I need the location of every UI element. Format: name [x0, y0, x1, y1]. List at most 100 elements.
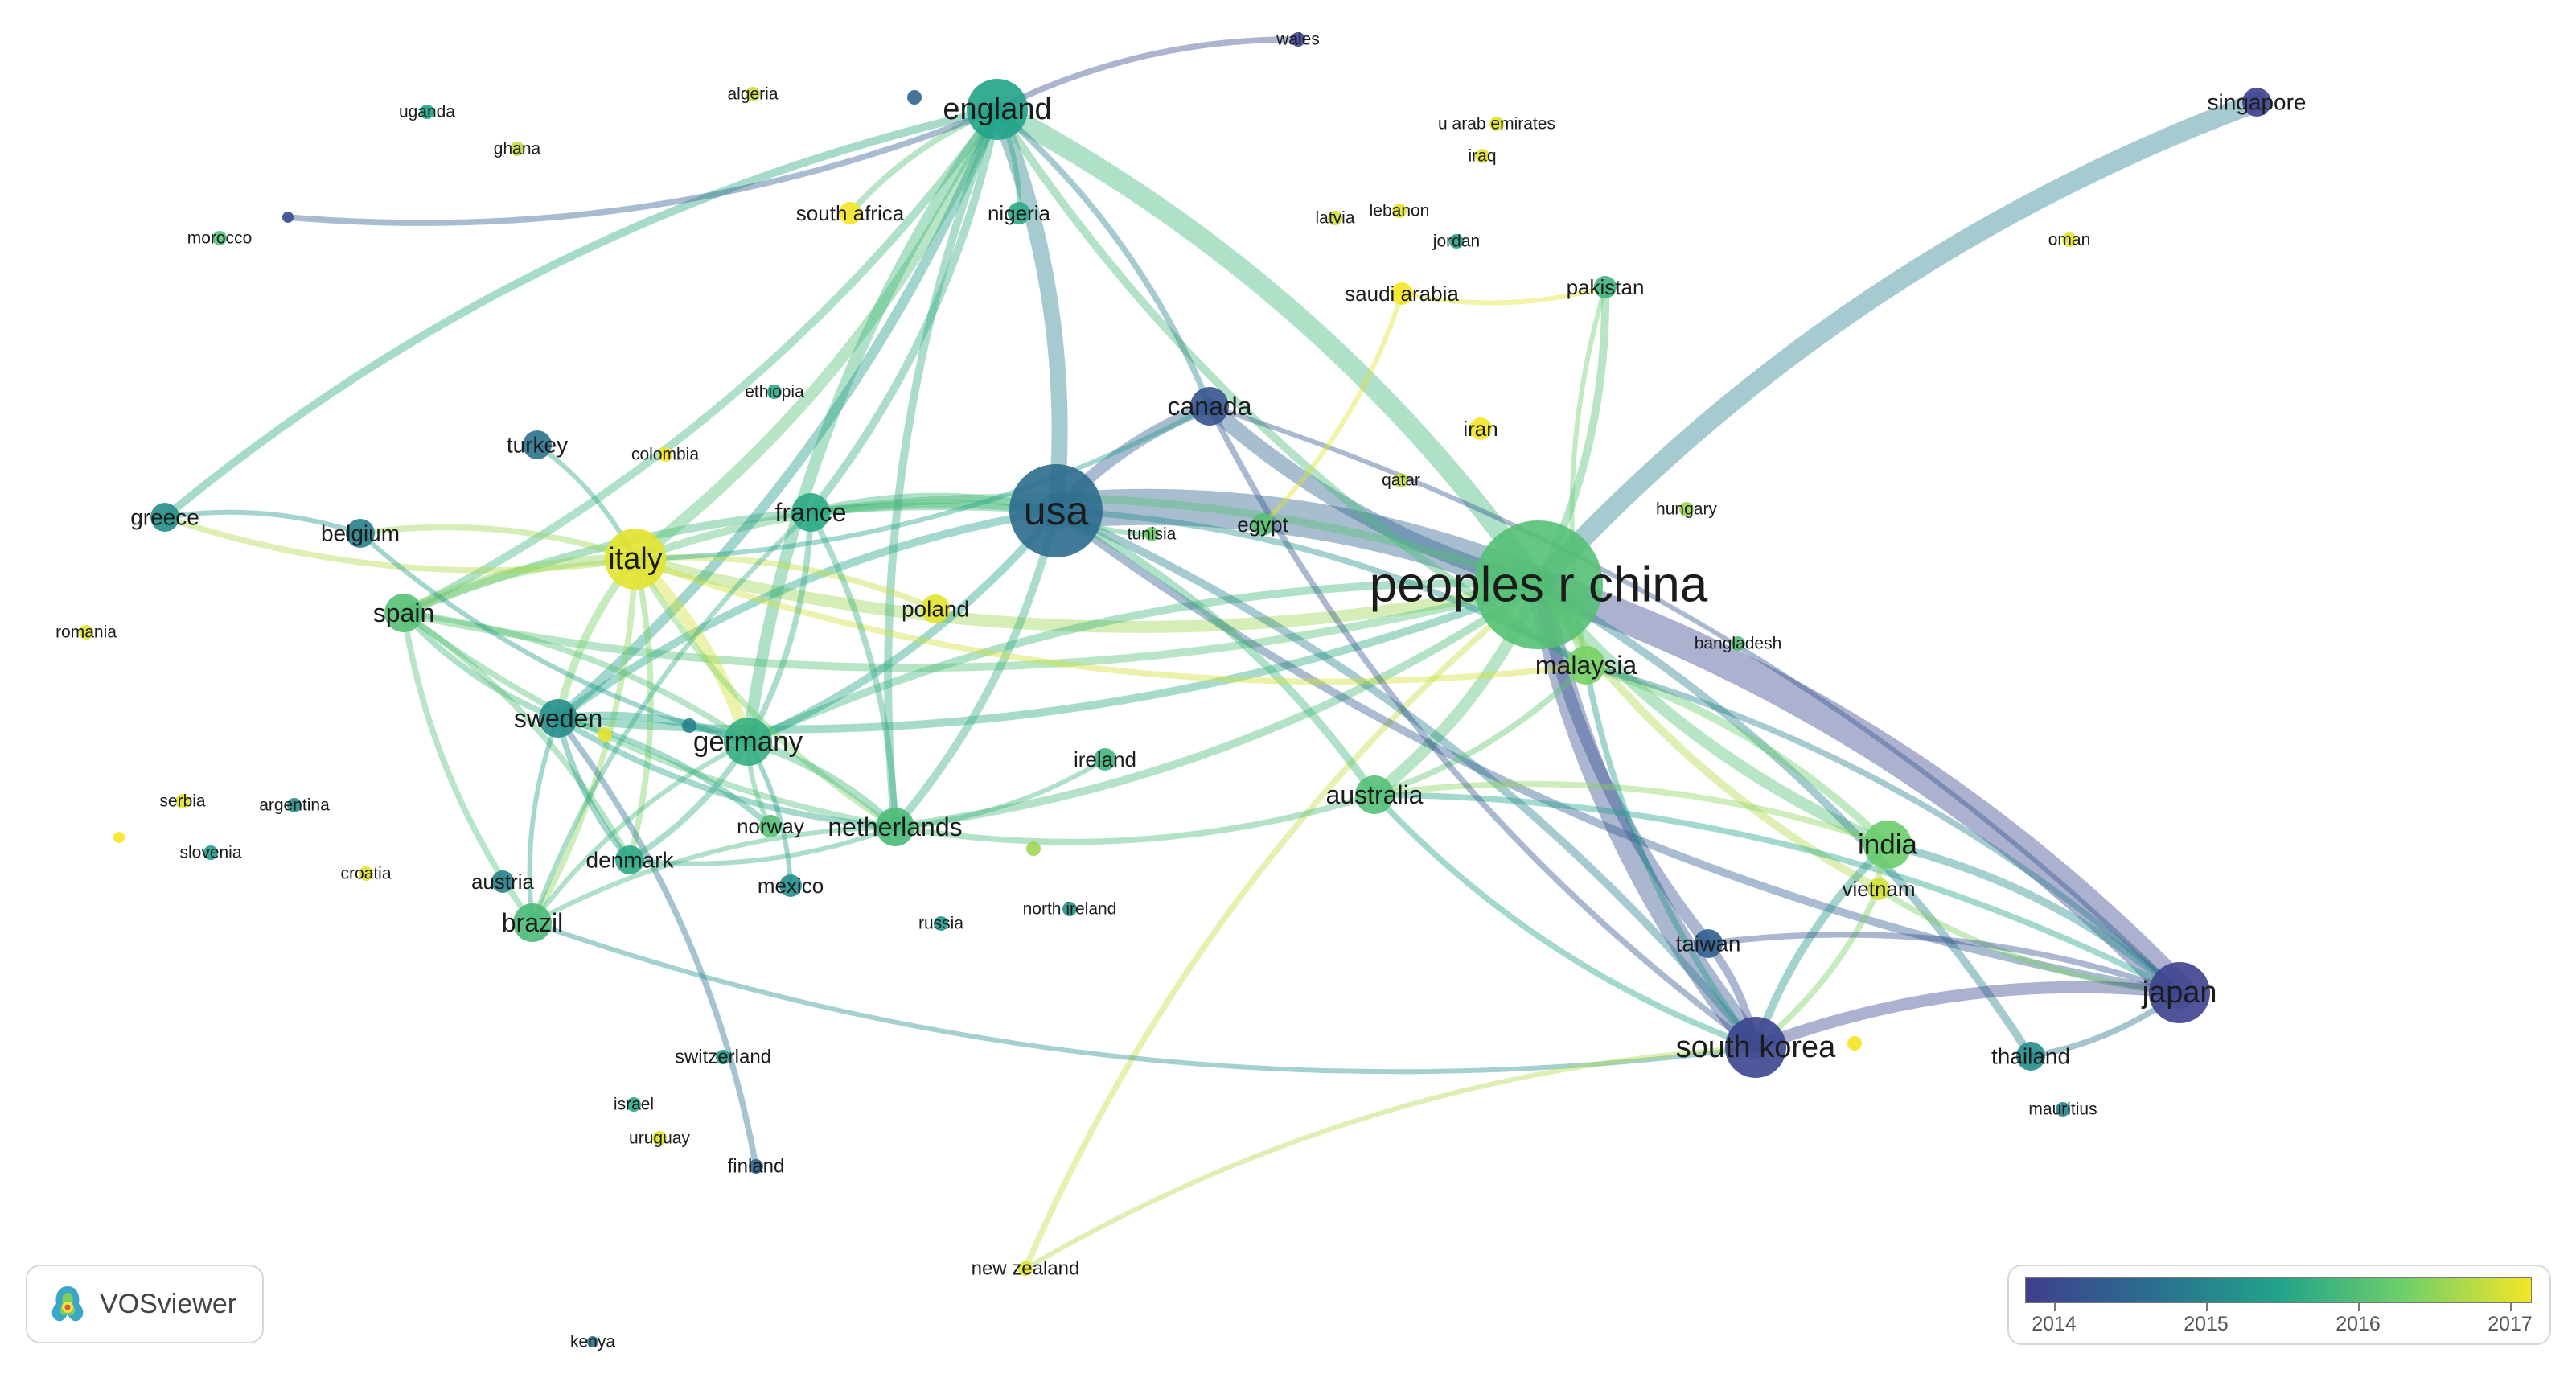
link-peoples-r-china-new-zealand[interactable]	[1022, 582, 1542, 1272]
node-romania[interactable]	[79, 625, 93, 640]
label-mexico[interactable]: mexico	[758, 874, 824, 898]
label-ireland[interactable]: ireland	[1074, 747, 1136, 771]
node-croatia[interactable]	[359, 866, 373, 881]
label-lebanon[interactable]: lebanon	[1370, 202, 1430, 220]
link-usa-germany[interactable]	[744, 507, 1060, 746]
node-unlabeled-3[interactable]	[282, 212, 294, 223]
link-peoples-r-china-singapore[interactable]	[1528, 92, 2267, 595]
node-algeria[interactable]	[746, 87, 760, 101]
node-taiwan[interactable]	[1694, 929, 1723, 958]
node-ghana[interactable]	[510, 142, 524, 156]
link-sweden-netherlands[interactable]	[555, 715, 898, 830]
link-australia-japan[interactable]	[1371, 792, 2183, 996]
node-russia[interactable]	[934, 916, 948, 931]
label-finland[interactable]: finland	[728, 1156, 785, 1178]
label-usa[interactable]: usa	[1024, 488, 1089, 533]
node-pakistan[interactable]	[1594, 276, 1617, 298]
link-usa-sweden[interactable]	[554, 507, 1060, 722]
link-usa-south-korea[interactable]	[1052, 507, 1760, 1051]
node-israel[interactable]	[627, 1097, 641, 1112]
link-canada-england[interactable]	[994, 106, 1213, 409]
label-ethiopia[interactable]: ethiopia	[745, 383, 804, 401]
node-saudi-arabia[interactable]	[1391, 282, 1413, 305]
label-latvia[interactable]: latvia	[1315, 209, 1354, 228]
label-denmark[interactable]: denmark	[586, 848, 675, 873]
link-denmark-netherlands[interactable]	[627, 825, 898, 866]
link-italy-brazil[interactable]	[529, 556, 639, 926]
node-denmark[interactable]	[615, 845, 644, 874]
node-argentina[interactable]	[287, 798, 302, 812]
label-serbia[interactable]: serbia	[159, 792, 206, 811]
label-saudi-arabia[interactable]: saudi arabia	[1345, 282, 1459, 306]
label-greece[interactable]: greece	[130, 505, 199, 530]
label-argentina[interactable]: argentina	[259, 796, 330, 815]
node-sweden[interactable]	[539, 699, 577, 738]
link-sweden-brazil[interactable]	[527, 716, 561, 925]
link-italy-poland[interactable]	[632, 554, 939, 612]
link-peoples-r-china-france[interactable]	[807, 493, 1543, 589]
link-france-netherlands[interactable]	[807, 509, 898, 830]
label-slovenia[interactable]: slovenia	[179, 844, 241, 862]
link-italy-netherlands[interactable]	[632, 556, 898, 830]
link-peoples-r-china-germany[interactable]	[744, 579, 1543, 746]
link-peoples-r-china-vietnam[interactable]	[1535, 581, 1883, 893]
label-u-arab-emirates[interactable]: u arab emirates	[1438, 115, 1555, 134]
link-malaysia-india[interactable]	[1582, 661, 1892, 849]
label-uganda[interactable]: uganda	[399, 103, 455, 121]
node-north-ireland[interactable]	[1062, 902, 1077, 916]
label-colombia[interactable]: colombia	[631, 446, 699, 464]
node-mexico[interactable]	[779, 874, 802, 897]
label-netherlands[interactable]: netherlands	[828, 812, 962, 841]
link-greece-belgium[interactable]	[162, 509, 363, 536]
node-germany[interactable]	[724, 718, 772, 766]
link-usa-netherlands[interactable]	[891, 507, 1060, 831]
link-italy-belgium[interactable]	[357, 524, 639, 562]
label-spain[interactable]: spain	[373, 598, 435, 627]
node-unlabeled-5[interactable]	[682, 718, 696, 733]
label-hungary[interactable]: hungary	[1656, 500, 1717, 519]
label-bangladesh[interactable]: bangladesh	[1695, 635, 1782, 653]
label-tunisia[interactable]: tunisia	[1128, 525, 1177, 544]
node-unlabeled-2[interactable]	[1026, 841, 1041, 856]
label-malaysia[interactable]: malaysia	[1535, 651, 1637, 680]
node-kenya[interactable]	[587, 1336, 598, 1347]
node-hungary[interactable]	[1679, 502, 1694, 516]
label-russia[interactable]: russia	[918, 915, 963, 933]
link-england-wales[interactable]	[994, 36, 1301, 113]
link-usa-japan[interactable]	[1052, 507, 2184, 997]
label-jordan[interactable]: jordan	[1432, 232, 1480, 251]
link-australia-india[interactable]	[1371, 780, 1891, 848]
node-netherlands[interactable]	[876, 808, 914, 846]
node-peoples-r-china[interactable]	[1474, 520, 1603, 649]
label-pakistan[interactable]: pakistan	[1567, 275, 1645, 299]
link-spain-netherlands[interactable]	[401, 610, 898, 830]
link-england-unlabeled-3[interactable]	[285, 106, 1000, 226]
label-switzerland[interactable]: switzerland	[675, 1047, 771, 1068]
label-south-africa[interactable]: south africa	[796, 201, 905, 225]
link-germany-france[interactable]	[745, 509, 814, 745]
label-kenya[interactable]: kenya	[570, 1333, 615, 1351]
link-south-korea-brazil[interactable]	[530, 920, 1758, 1075]
label-morocco[interactable]: morocco	[187, 229, 253, 248]
node-usa[interactable]	[1009, 464, 1103, 557]
node-spain[interactable]	[384, 594, 423, 632]
node-latvia[interactable]	[1328, 211, 1342, 225]
node-ethiopia[interactable]	[767, 385, 782, 399]
link-peoples-r-china-japan[interactable]	[1522, 569, 2196, 1009]
label-japan[interactable]: japan	[2142, 976, 2217, 1010]
link-new-zealand-south-korea[interactable]	[1023, 1045, 1758, 1271]
link-england-italy[interactable]	[629, 103, 1004, 566]
label-vietnam[interactable]: vietnam	[1842, 877, 1915, 901]
node-iran[interactable]	[1469, 417, 1492, 440]
node-singapore[interactable]	[2242, 88, 2271, 117]
label-sweden[interactable]: sweden	[514, 704, 602, 733]
link-canada-japan[interactable]	[1207, 404, 2182, 995]
node-jordan[interactable]	[1449, 234, 1464, 249]
label-oman[interactable]: oman	[2048, 231, 2091, 249]
link-peoples-r-china-usa[interactable]	[1037, 488, 1557, 603]
label-poland[interactable]: poland	[902, 597, 969, 622]
link-peoples-r-china-netherlands[interactable]	[891, 581, 1543, 831]
link-peoples-r-china-spain[interactable]	[400, 581, 1543, 672]
link-spain-germany[interactable]	[401, 610, 751, 745]
node-nigeria[interactable]	[1008, 202, 1030, 224]
